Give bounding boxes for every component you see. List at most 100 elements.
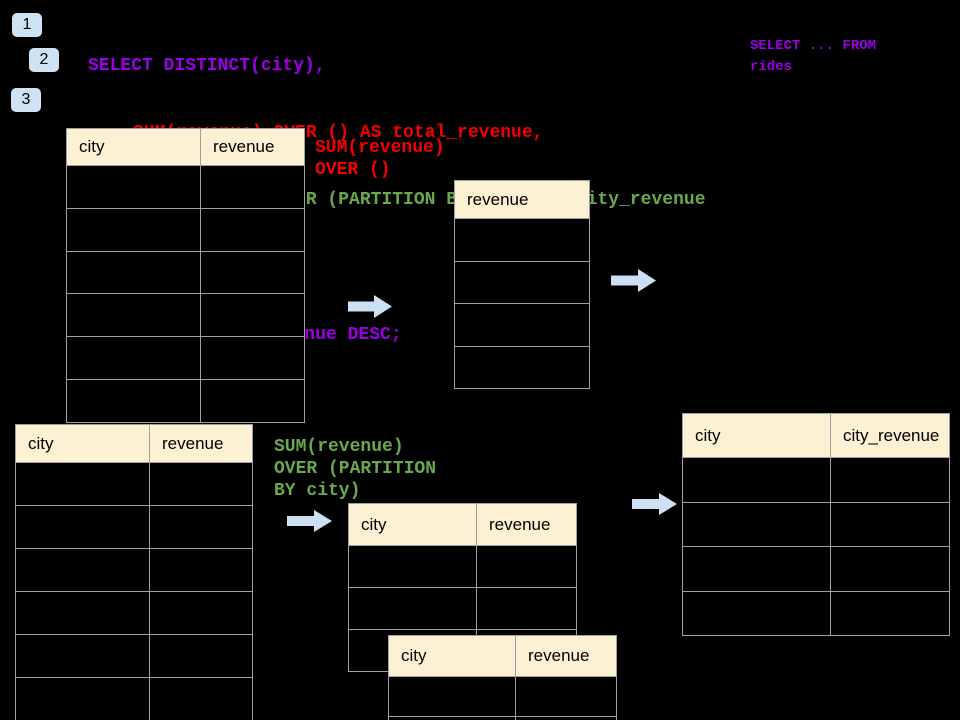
empty-cell bbox=[454, 218, 590, 262]
table-row bbox=[66, 165, 305, 209]
table-row bbox=[15, 548, 253, 593]
table-row bbox=[388, 716, 617, 720]
table-row bbox=[682, 457, 950, 503]
empty-cell bbox=[200, 378, 305, 423]
empty-cell bbox=[66, 378, 201, 423]
empty-cell bbox=[348, 545, 477, 588]
empty-cell bbox=[149, 634, 253, 679]
empty-cell bbox=[149, 591, 253, 636]
empty-cell bbox=[830, 457, 950, 503]
empty-cell bbox=[66, 293, 201, 338]
table-row bbox=[454, 218, 590, 262]
table-row bbox=[15, 461, 253, 507]
arrow-icon bbox=[611, 269, 656, 292]
table-row bbox=[66, 336, 305, 380]
empty-cell bbox=[454, 345, 590, 389]
table-row bbox=[682, 546, 950, 592]
sql-line-select: SELECT DISTINCT(city), bbox=[88, 55, 326, 76]
flow-arrow-to-result bbox=[632, 493, 677, 515]
empty-cell bbox=[15, 634, 150, 679]
column-header: city_revenue bbox=[830, 413, 950, 458]
empty-cell bbox=[682, 546, 831, 592]
table-row bbox=[66, 250, 305, 295]
table-row bbox=[15, 677, 253, 720]
empty-cell bbox=[149, 677, 253, 720]
empty-cell bbox=[66, 207, 201, 252]
total-revenue-table: revenue bbox=[454, 180, 590, 389]
arrow-icon bbox=[287, 510, 332, 532]
empty-cell bbox=[200, 293, 305, 338]
table-row bbox=[15, 591, 253, 636]
table-row bbox=[682, 590, 950, 636]
empty-cell bbox=[830, 546, 950, 592]
column-header: revenue bbox=[200, 128, 305, 166]
column-header: revenue bbox=[515, 635, 617, 677]
empty-cell bbox=[66, 336, 201, 380]
empty-cell bbox=[476, 587, 577, 630]
table-row bbox=[454, 303, 590, 347]
column-header: city bbox=[66, 128, 201, 166]
empty-cell bbox=[15, 505, 150, 550]
flow-arrow-from-total bbox=[611, 269, 656, 292]
empty-cell bbox=[149, 548, 253, 593]
table-row bbox=[15, 634, 253, 679]
empty-cell bbox=[15, 461, 150, 507]
over-all-annotation: SUM(revenue) OVER () bbox=[315, 138, 445, 180]
table-row bbox=[348, 545, 577, 588]
empty-cell bbox=[200, 165, 305, 209]
column-header: city bbox=[15, 424, 150, 463]
empty-cell bbox=[66, 165, 201, 209]
step-badge-1: 1 bbox=[12, 13, 42, 37]
flow-arrow-to-total bbox=[348, 295, 392, 318]
empty-cell bbox=[454, 260, 590, 304]
empty-cell bbox=[15, 591, 150, 636]
empty-cell bbox=[200, 207, 305, 252]
table-row bbox=[682, 501, 950, 547]
empty-cell bbox=[66, 250, 201, 295]
over-partition-annotation: SUM(revenue) OVER (PARTITION BY city) bbox=[274, 437, 437, 501]
empty-cell bbox=[515, 716, 617, 720]
table-row bbox=[388, 676, 617, 717]
step-badge-3: 3 bbox=[11, 88, 41, 112]
empty-cell bbox=[682, 457, 831, 503]
table-row bbox=[66, 378, 305, 423]
empty-cell bbox=[515, 676, 617, 717]
empty-cell bbox=[388, 676, 516, 717]
empty-cell bbox=[348, 587, 477, 630]
table-row bbox=[66, 293, 305, 338]
column-header: revenue bbox=[149, 424, 253, 463]
empty-cell bbox=[149, 461, 253, 507]
table-row bbox=[66, 207, 305, 252]
sql-side-note: SELECT ... FROM rides bbox=[750, 38, 877, 75]
empty-cell bbox=[388, 716, 516, 720]
empty-cell bbox=[200, 250, 305, 295]
empty-cell bbox=[15, 677, 150, 720]
empty-cell bbox=[200, 336, 305, 380]
empty-cell bbox=[682, 590, 831, 636]
empty-cell bbox=[15, 548, 150, 593]
column-header: city bbox=[388, 635, 516, 677]
table-row bbox=[454, 260, 590, 304]
table-row bbox=[454, 345, 590, 389]
empty-cell bbox=[149, 505, 253, 550]
table-row bbox=[15, 505, 253, 550]
column-header: city bbox=[682, 413, 831, 458]
column-header: revenue bbox=[454, 180, 590, 219]
flow-arrow-to-partition bbox=[287, 510, 332, 532]
empty-cell bbox=[830, 590, 950, 636]
empty-cell bbox=[682, 501, 831, 547]
column-header: city bbox=[348, 503, 477, 546]
arrow-icon bbox=[348, 295, 392, 318]
column-header: revenue bbox=[476, 503, 577, 546]
header-row: revenue bbox=[454, 180, 590, 219]
arrow-icon bbox=[632, 493, 677, 515]
